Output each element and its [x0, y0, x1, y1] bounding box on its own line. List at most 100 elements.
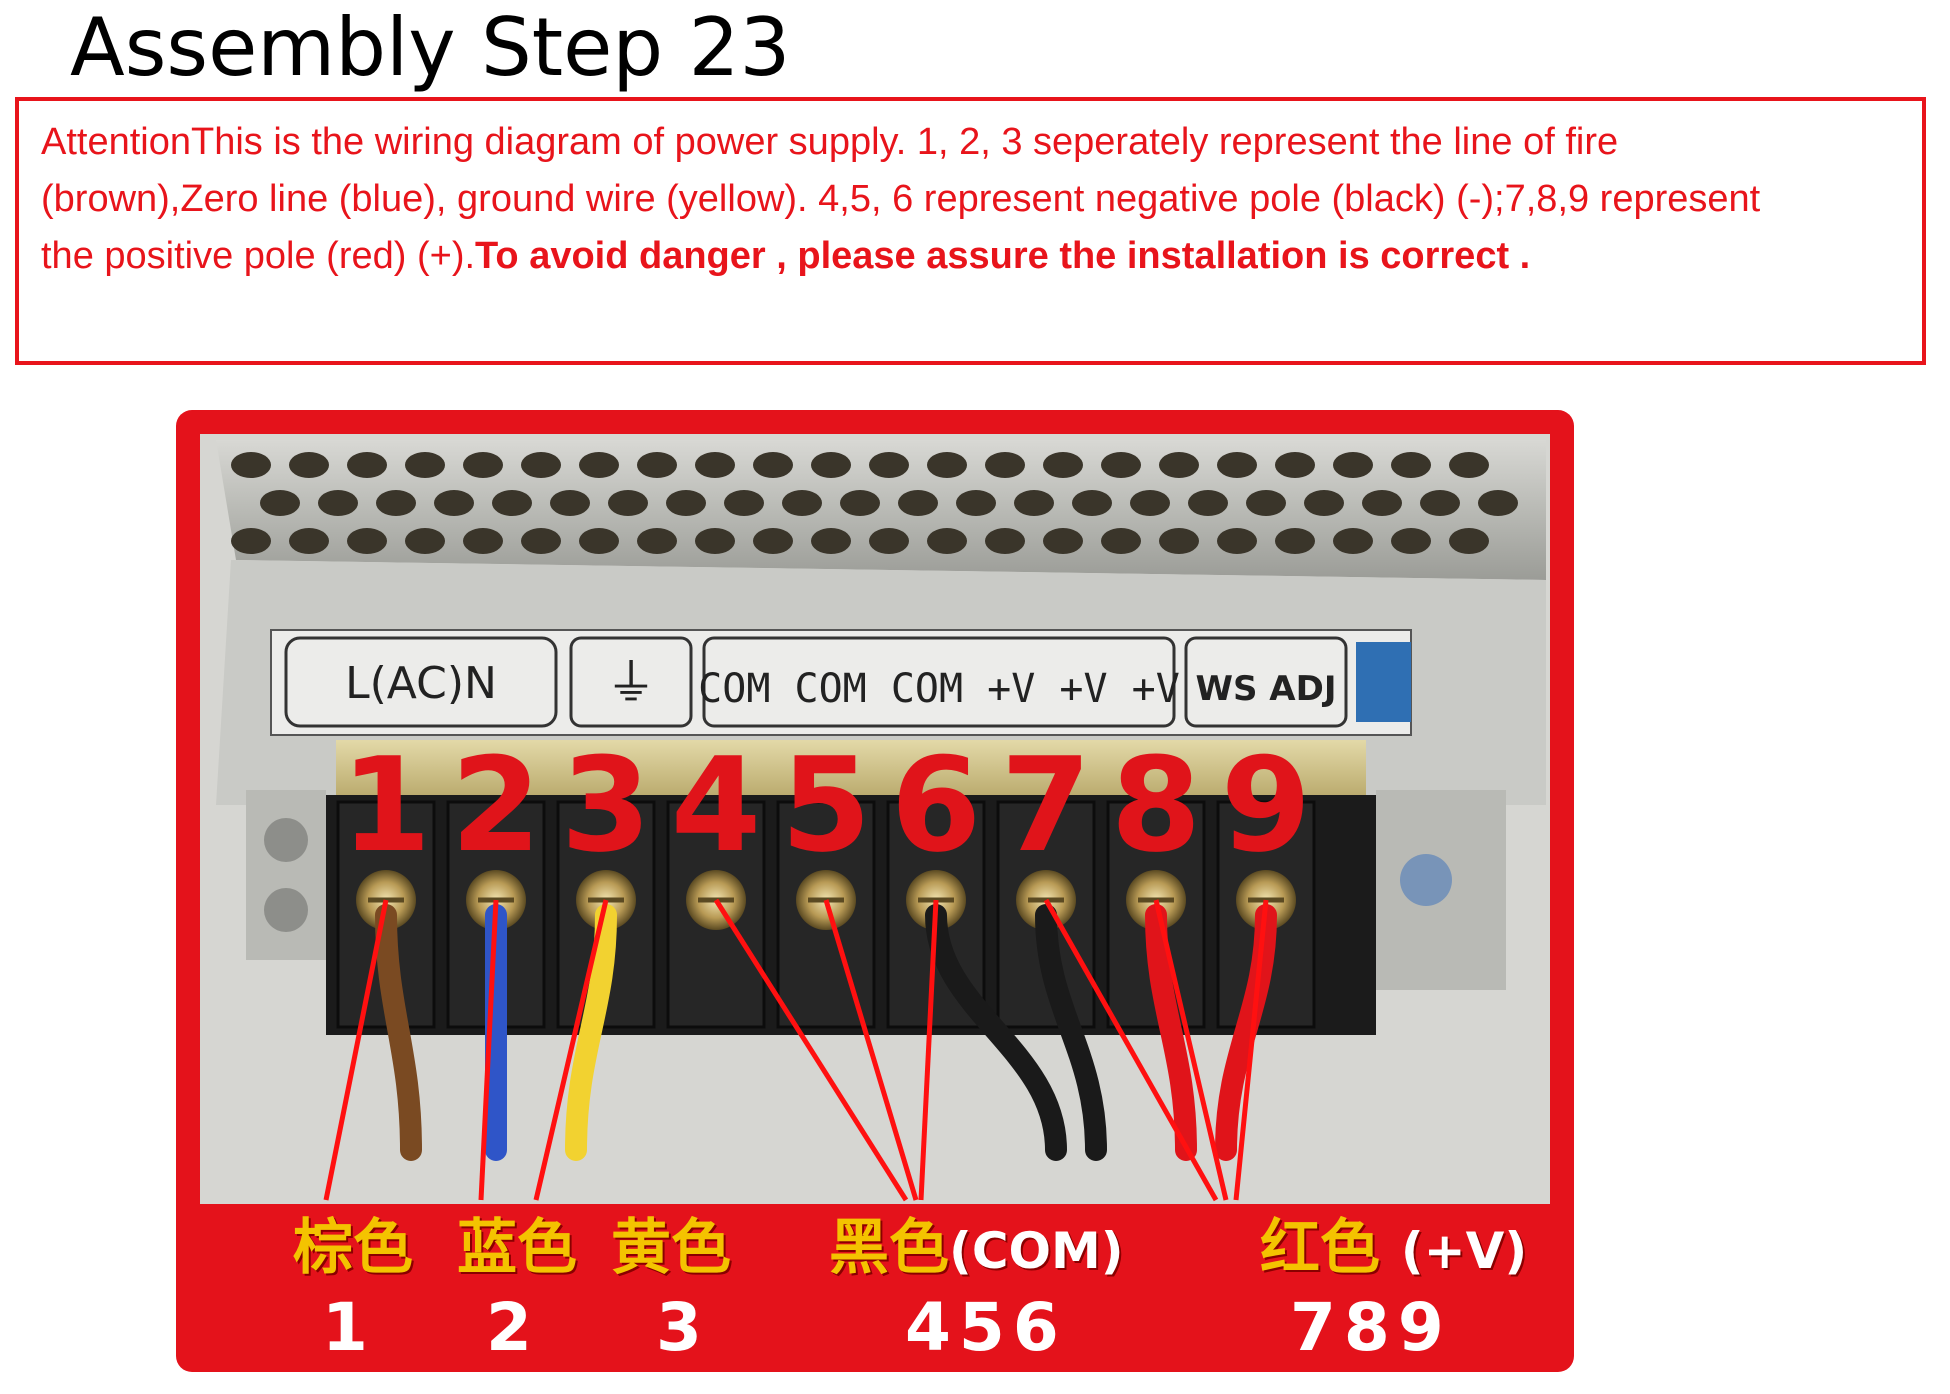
- vent-hole: [985, 528, 1025, 554]
- vent-hole: [1333, 528, 1373, 554]
- vent-hole: [637, 452, 677, 478]
- annotation-line: [1153, 899, 1229, 1201]
- vent-hole: [666, 490, 706, 516]
- vent-hole: [1420, 490, 1460, 516]
- vent-hole: [1449, 528, 1489, 554]
- vent-hole: [869, 528, 909, 554]
- vent-hole: [637, 528, 677, 554]
- vent-hole: [463, 528, 503, 554]
- legend-black-suffix: (COM): [949, 1222, 1124, 1280]
- wire: [1145, 904, 1197, 1161]
- wire: [375, 904, 422, 1161]
- vent-hole: [1275, 528, 1315, 554]
- vent-hole: [347, 528, 387, 554]
- legend-black-label: 黑色: [829, 1213, 949, 1283]
- vent-hole: [1304, 490, 1344, 516]
- vent-hole: [579, 452, 619, 478]
- vent-hole: [985, 452, 1025, 478]
- vent-hole: [260, 490, 300, 516]
- legend-num-789: 789: [1290, 1289, 1452, 1366]
- vent-hole: [521, 528, 561, 554]
- vent-hole: [1391, 528, 1431, 554]
- vent-hole: [434, 490, 474, 516]
- legend-num-1: 1: [322, 1289, 376, 1366]
- vent-hole: [579, 528, 619, 554]
- vent-hole: [521, 452, 561, 478]
- vent-hole: [1043, 528, 1083, 554]
- vent-hole: [1101, 452, 1141, 478]
- legend-yellow: 黄色: [611, 1208, 731, 1288]
- legend-blue: 蓝色: [457, 1208, 577, 1288]
- vent-hole: [405, 528, 445, 554]
- terminal-number: 3: [561, 729, 651, 881]
- annotation-line: [1233, 899, 1269, 1201]
- vent-hole: [869, 452, 909, 478]
- annotation-line: [918, 899, 939, 1201]
- legend-blue-label: 蓝色: [457, 1213, 577, 1283]
- vent-hole: [1159, 452, 1199, 478]
- vent-hole: [1188, 490, 1228, 516]
- vent-hole: [550, 490, 590, 516]
- vent-hole: [695, 452, 735, 478]
- label-adj: WS ADJ: [1195, 669, 1336, 709]
- attention-note-body: AttentionThis is the wiring diagram of p…: [41, 121, 1761, 277]
- terminal-block: [246, 740, 1506, 1035]
- vent-hole: [1391, 452, 1431, 478]
- legend-black: 黑色(COM): [829, 1208, 1124, 1288]
- vent-hole: [608, 490, 648, 516]
- terminal-number: 4: [671, 729, 761, 881]
- vent-hole: [1333, 452, 1373, 478]
- vent-hole: [898, 490, 938, 516]
- vent-hole: [753, 452, 793, 478]
- annotation-lines: [323, 898, 1269, 1202]
- vent-hole: [1130, 490, 1170, 516]
- terminal-number: 9: [1221, 729, 1311, 881]
- annotation-line: [478, 899, 499, 1201]
- vent-hole: [347, 452, 387, 478]
- power-supply-wiring-photo: L(AC)N ⏚ COM COM COM +V +V +V WS ADJ 1: [176, 410, 1574, 1372]
- annotation-line: [323, 899, 389, 1201]
- annotation-line: [823, 899, 919, 1201]
- legend-red-suffix: (+V): [1400, 1222, 1528, 1280]
- vent-hole: [318, 490, 358, 516]
- page-title: Assembly Step 23: [70, 1, 791, 94]
- terminal-number: 7: [1001, 729, 1091, 881]
- vent-hole: [695, 528, 735, 554]
- vent-hole: [927, 528, 967, 554]
- vent-hole: [956, 490, 996, 516]
- vent-hole: [463, 452, 503, 478]
- vent-holes: [231, 452, 1518, 554]
- vent-hole: [289, 528, 329, 554]
- attention-note-warning: To avoid danger , please assure the inst…: [475, 235, 1531, 277]
- annotation-line: [1043, 898, 1219, 1202]
- legend-num-3: 3: [656, 1289, 710, 1366]
- vent-hole: [811, 528, 851, 554]
- annotation-line: [533, 899, 609, 1201]
- attention-note-text: AttentionThis is the wiring diagram of p…: [41, 114, 1811, 285]
- legend-brown-label: 棕色: [293, 1213, 413, 1283]
- vent-hole: [724, 490, 764, 516]
- terminal-number: 8: [1111, 729, 1201, 881]
- vent-hole: [1101, 528, 1141, 554]
- vent-hole: [1362, 490, 1402, 516]
- attention-note-box: AttentionThis is the wiring diagram of p…: [15, 97, 1926, 365]
- vent-hole: [1217, 452, 1257, 478]
- wire: [1035, 904, 1107, 1161]
- vent-hole: [1014, 490, 1054, 516]
- terminal-number: 2: [451, 729, 541, 881]
- vent-hole: [1246, 490, 1286, 516]
- vent-hole: [1159, 528, 1199, 554]
- legend-num-456: 456: [905, 1289, 1067, 1366]
- vent-hole: [376, 490, 416, 516]
- vent-hole: [1478, 490, 1518, 516]
- terminal-label-strip: L(AC)N ⏚ COM COM COM +V +V +V WS ADJ: [270, 629, 1412, 736]
- vent-hole: [1275, 452, 1315, 478]
- label-ac: L(AC)N: [345, 658, 497, 709]
- wire: [1215, 904, 1277, 1161]
- vent-hole: [782, 490, 822, 516]
- wire: [925, 904, 1067, 1161]
- vent-hole: [289, 452, 329, 478]
- vent-hole: [1449, 452, 1489, 478]
- terminal-number: 5: [781, 729, 871, 881]
